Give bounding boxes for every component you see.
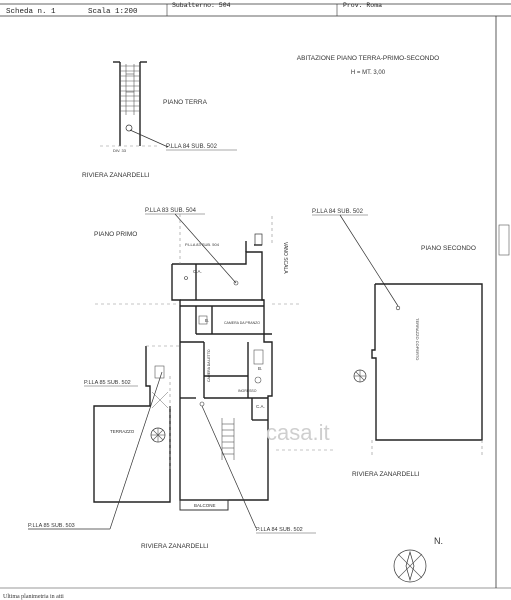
label-riviera-bottom-left: RIVIERA ZANARDELLI <box>141 543 209 550</box>
plan-height: H = MT. 3,00 <box>351 70 386 76</box>
label-p84-502-top: P.LLA 84 SUB. 502 <box>166 144 218 150</box>
subalterno-label: Subalterno: 504 <box>172 2 231 9</box>
leader-p83 <box>174 213 237 284</box>
label-p85-502: P.LLA 85 SUB. 502 <box>84 380 131 386</box>
piano-terra-plan <box>100 61 160 147</box>
label-balcone: BALCONE <box>194 503 216 508</box>
footer-note: Ultima planimetria in atti <box>3 594 64 600</box>
label-piano-terra: PIANO TERRA <box>163 99 208 106</box>
label-terrazzo-right: TERRAZZO COPERTO <box>415 318 420 360</box>
terrazzo-left <box>93 345 180 503</box>
watermark: casa.it <box>266 420 330 445</box>
label-p84-502-bottom: P.LLA 84 SUB. 502 <box>256 527 303 533</box>
label-riviera-top: RIVIERA ZANARDELLI <box>82 172 150 179</box>
label-b2: B. <box>258 366 262 371</box>
label-p84-502-right: P.LLA 84 SUB. 502 <box>312 209 364 215</box>
edge-mark <box>498 224 510 256</box>
label-ingresso: INGRESSO <box>238 389 257 393</box>
label-ca-lower: C.A. <box>256 404 265 409</box>
leader-p84-right <box>339 214 399 307</box>
scala-label: Scala 1:200 <box>88 8 138 16</box>
label-cucina: CAMERA DA PRANZO <box>224 321 260 325</box>
label-bagno: B. <box>205 318 209 323</box>
label-p83-504: P.LLA 83 SUB. 504 <box>145 208 197 214</box>
label-north: N. <box>434 536 443 546</box>
scheda-label: Scheda n. 1 <box>6 8 56 16</box>
label-piano-secondo: PIANO SECONDO <box>421 245 476 252</box>
label-riviera-bottom-right: RIVIERA ZANARDELLI <box>352 471 420 478</box>
leader-p84-bottom <box>201 405 257 529</box>
label-ca-upper: C.A. <box>193 269 202 274</box>
north-arrow-icon <box>393 549 427 583</box>
label-stair-tag: DIV. 33 <box>113 148 127 153</box>
leader-p85-503 <box>109 371 163 530</box>
label-camera: CAMERA DA LETTO <box>207 349 211 382</box>
label-vano-scala: VANO SCALA <box>282 242 288 274</box>
piano-primo-plan <box>95 214 336 511</box>
plan-title: ABITAZIONE PIANO TERRA-PRIMO-SECONDO <box>297 55 439 62</box>
provincia-label: Prov. Roma <box>343 2 382 9</box>
label-piano-primo: PIANO PRIMO <box>94 231 137 238</box>
label-p83-504-small: P.LLA 83 SUB. 504 <box>185 242 220 247</box>
piano-secondo-plan <box>353 283 483 458</box>
label-terrazzo-left: TERRAZZO <box>110 429 135 434</box>
label-p85-503: P.LLA 85 SUB. 503 <box>28 523 75 529</box>
leader-p84-top <box>129 129 169 148</box>
